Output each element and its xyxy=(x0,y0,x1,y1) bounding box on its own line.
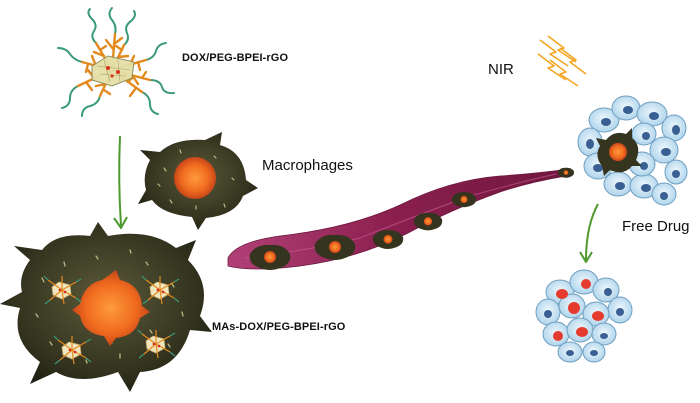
nir-label: NIR xyxy=(488,61,514,78)
macrophage-small xyxy=(138,132,258,230)
free-drug-label: Free Drug xyxy=(622,218,690,235)
nucleus-small xyxy=(174,157,216,199)
macrophage-loaded xyxy=(0,222,212,392)
arrow-release xyxy=(580,204,598,262)
nir-beam-icon xyxy=(538,36,586,86)
macrophages-label: Macrophages xyxy=(262,157,353,174)
loaded-macrophage-label: MAs-DOX/PEG-BPEI-rGO xyxy=(212,321,345,333)
nanocomplex-label: DOX/PEG-BPEI-rGO xyxy=(182,52,288,64)
tumor-cluster-released xyxy=(536,270,632,362)
nanocomplex-graphic xyxy=(58,8,174,116)
arrow-loading xyxy=(114,136,127,228)
tumor-cluster-target xyxy=(578,96,687,205)
